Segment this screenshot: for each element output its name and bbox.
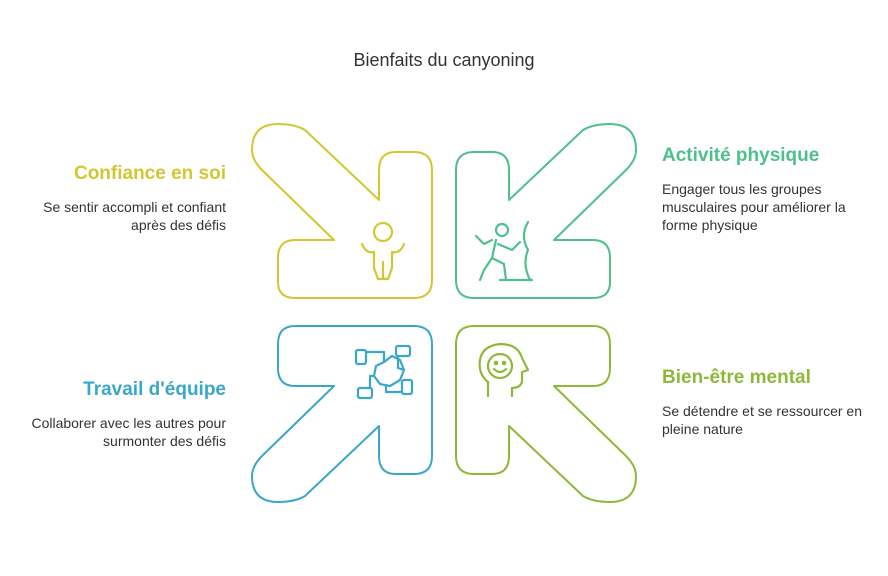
desc-equipe: Collaborer avec les autres pour surmonte… [31,415,226,449]
heading-bienetre: Bien-être mental [662,367,811,388]
climber-icon [474,220,534,282]
quadrant-bienetre: Bien-être mental Se détendre et se resso… [662,366,872,438]
arrow-bottom-left [251,325,433,503]
heading-equipe: Travail d'équipe [83,379,226,400]
quadrant-confiance: Confiance en soi Se sentir accompli et c… [16,162,226,234]
quadrant-activite: Activité physique Engager tous les group… [662,144,872,234]
desc-bienetre: Se détendre et se ressourcer en pleine n… [662,403,863,437]
arrow-top-right [455,123,637,299]
page-title: Bienfaits du canyoning [353,50,535,70]
smiling-head-icon [478,342,530,398]
heading-confiance: Confiance en soi [73,163,226,184]
arrow-top-left [251,123,433,299]
desc-confiance: Se sentir accompli et confiant après des… [43,199,226,233]
child-arms-up-icon [360,221,406,281]
desc-activite: Engager tous les groupes musculaires pou… [662,181,846,233]
heading-activite: Activité physique [662,145,820,166]
quadrant-equipe: Travail d'équipe Collaborer avec les aut… [0,378,226,450]
arrow-bottom-right [455,325,637,503]
hands-together-icon [354,344,414,400]
